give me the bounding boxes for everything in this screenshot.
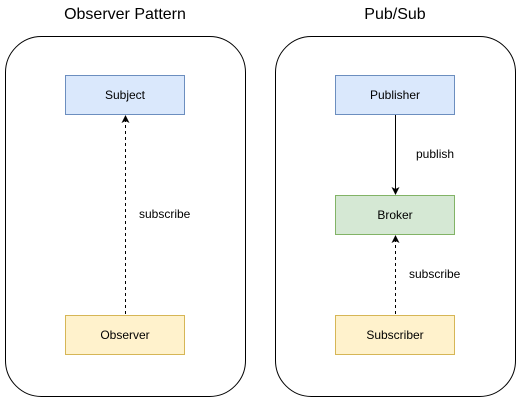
subscriber-node: Subscriber xyxy=(335,315,455,355)
pubsub-panel-title: Pub/Sub xyxy=(364,6,426,23)
observer-node-label: Observer xyxy=(100,328,150,342)
observer-panel-title: Observer Pattern xyxy=(64,6,186,23)
publisher-node: Publisher xyxy=(335,75,455,115)
observer-subscribe-label: subscribe xyxy=(139,207,191,221)
subject-node: Subject xyxy=(65,75,185,115)
subscriber-node-label: Subscriber xyxy=(366,328,424,342)
pubsub-subscribe-label: subscribe xyxy=(409,267,461,281)
broker-node-label: Broker xyxy=(377,208,413,222)
publish-label: publish xyxy=(416,147,455,161)
subject-node-label: Subject xyxy=(104,88,146,102)
broker-node: Broker xyxy=(335,195,455,235)
observer-node: Observer xyxy=(65,315,185,355)
publisher-node-label: Publisher xyxy=(369,88,421,102)
